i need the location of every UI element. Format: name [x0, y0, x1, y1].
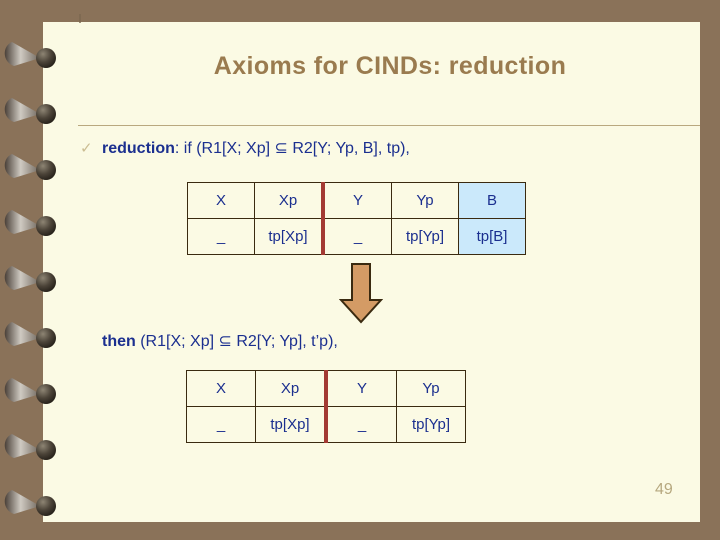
table-header-cell: Yp [391, 182, 459, 219]
table-cell: _ [321, 218, 392, 255]
table-cell: tp[Yp] [396, 406, 466, 443]
check-icon: ✓ [80, 140, 93, 157]
table-cell: tp[B] [458, 218, 526, 255]
table-header-cell: Yp [396, 370, 466, 407]
table-header-cell: Xp [255, 370, 327, 407]
table-header-cell: B [458, 182, 526, 219]
premise-keyword: reduction [102, 140, 175, 157]
table-header-cell: Y [321, 182, 392, 219]
table-cell: tp[Xp] [255, 406, 327, 443]
page-number: 49 [655, 481, 673, 498]
table-header-cell: Y [324, 370, 397, 407]
premise-body: : if (R1[X; Xp] ⊆ R2[Y; Yp, B], tp), [174, 140, 410, 157]
table-header-cell: X [187, 182, 255, 219]
table-header-cell: X [186, 370, 256, 407]
table-cell: tp[Xp] [254, 218, 324, 255]
conclusion-line: then (R1[X; Xp] ⊆ R2[Y; Yp], t’p), [102, 333, 338, 351]
table-cell: _ [187, 218, 255, 255]
conclusion-relation-table: X Xp Y Yp _ tp[Xp] _ tp[Yp] [186, 370, 466, 443]
table-cell: _ [324, 406, 397, 443]
table-header-row: X Xp Y Yp B [187, 182, 526, 219]
premise-text: reduction: if (R1[X; Xp] ⊆ R2[Y; Yp, B],… [102, 140, 410, 158]
table-header-row: X Xp Y Yp [186, 370, 466, 407]
premise-line: ✓ reduction: if (R1[X; Xp] ⊆ R2[Y; Yp, B… [80, 140, 410, 158]
table-header-cell: Xp [254, 182, 324, 219]
conclusion-body: (R1[X; Xp] ⊆ R2[Y; Yp], t’p), [135, 333, 338, 350]
title-divider [78, 125, 700, 126]
conclusion-text: then (R1[X; Xp] ⊆ R2[Y; Yp], t’p), [102, 333, 338, 351]
slide-title: Axioms for CINDs: reduction [213, 52, 567, 80]
table-cell: tp[Yp] [391, 218, 459, 255]
page-top-tick [79, 14, 81, 23]
table-row: _ tp[Xp] _ tp[Yp] tp[B] [187, 218, 526, 255]
premise-relation-table: X Xp Y Yp B _ tp[Xp] _ tp[Yp] tp[B] [187, 182, 526, 255]
table-row: _ tp[Xp] _ tp[Yp] [186, 406, 466, 443]
table-cell: _ [186, 406, 256, 443]
conclusion-keyword: then [102, 333, 136, 350]
down-arrow-icon [339, 263, 383, 324]
